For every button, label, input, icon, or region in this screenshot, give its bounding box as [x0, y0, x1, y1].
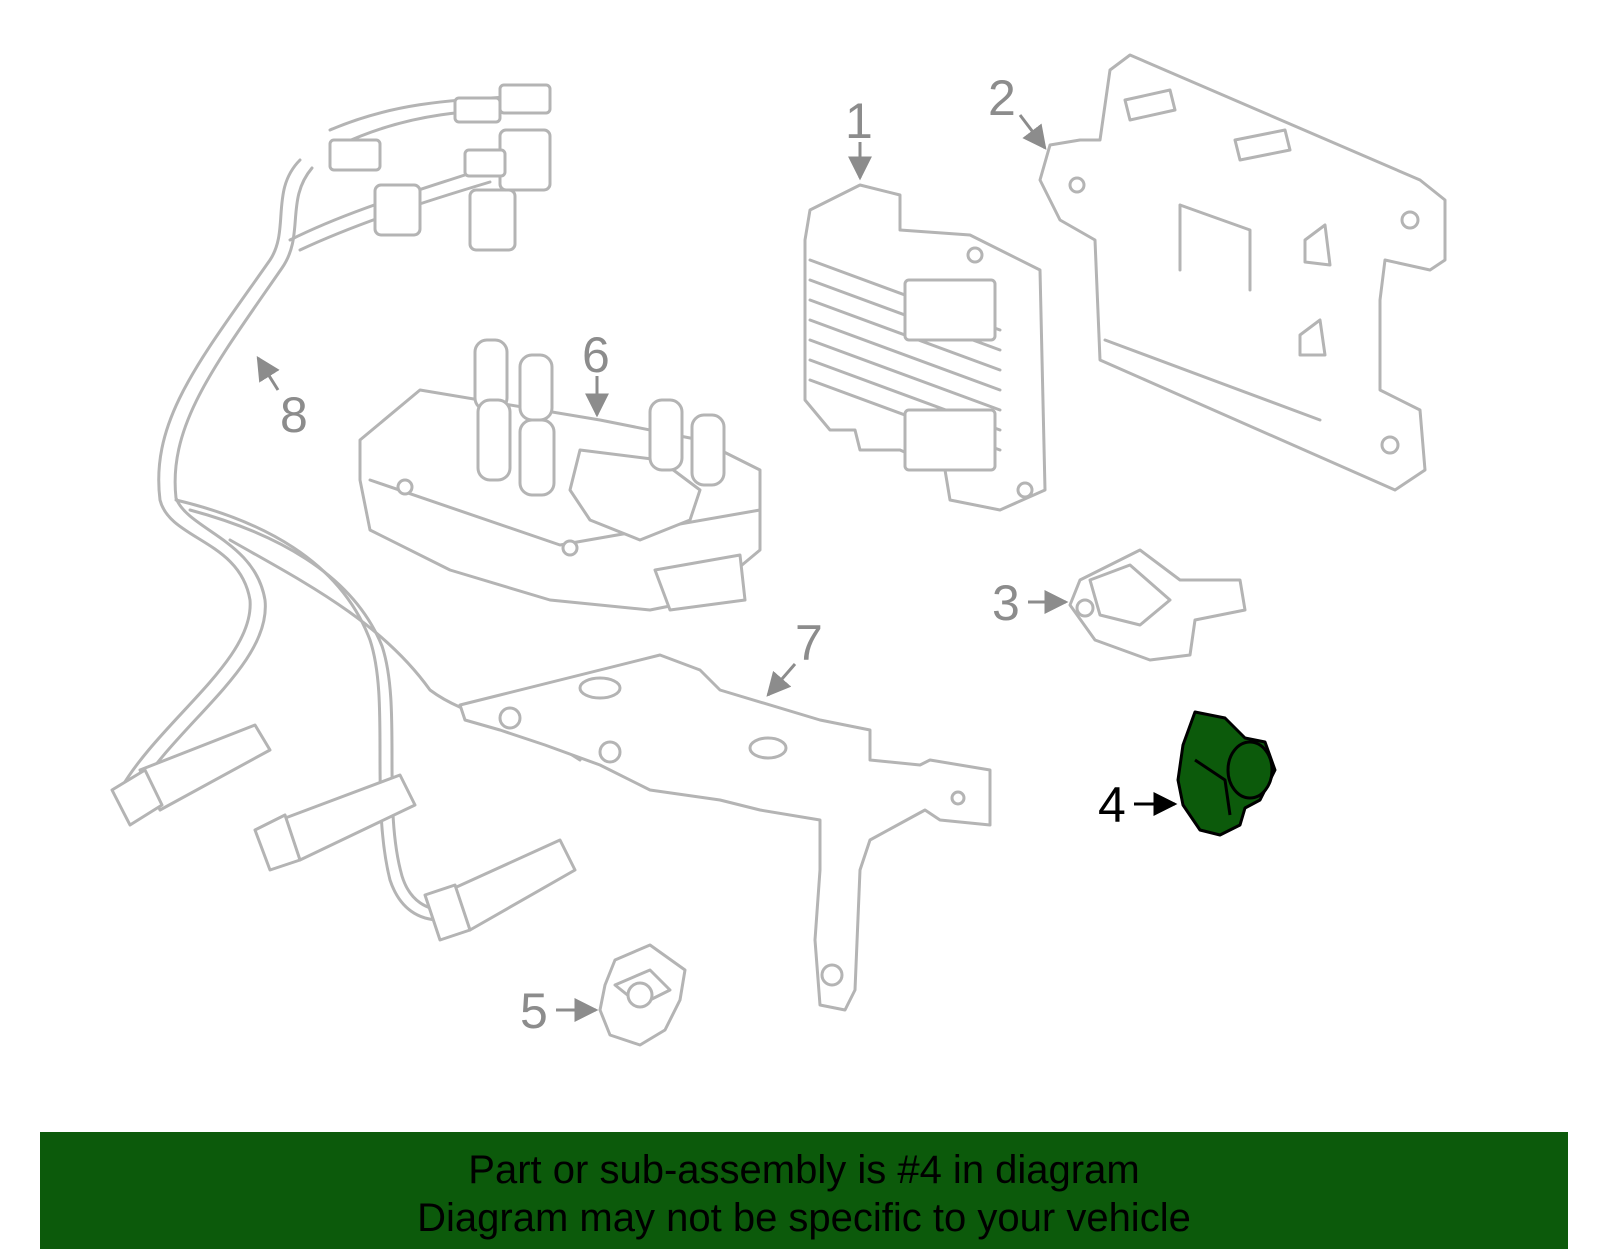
callout-8: 8 [256, 355, 308, 443]
part-2-bracket[interactable] [1038, 53, 1447, 492]
svg-text:1: 1 [845, 93, 873, 149]
part-6-coil-pack[interactable] [358, 338, 762, 612]
callout-3: 3 [992, 575, 1069, 631]
part-5-sensor[interactable] [598, 943, 687, 1047]
callout-4: 4 [1098, 777, 1178, 833]
callout-6: 6 [582, 327, 610, 418]
callout-5: 5 [520, 983, 599, 1039]
svg-text:5: 5 [520, 983, 548, 1039]
part-3-sensor[interactable] [1068, 548, 1247, 662]
svg-text:3: 3 [992, 575, 1020, 631]
banner-line-2: Diagram may not be specific to your vehi… [417, 1196, 1191, 1240]
svg-text:8: 8 [280, 387, 308, 443]
part-7-bracket[interactable] [458, 653, 992, 1012]
svg-text:4: 4 [1098, 777, 1126, 833]
part-1-ecm[interactable] [803, 183, 1047, 512]
info-banner: Part or sub-assembly is #4 in diagram Di… [40, 1132, 1568, 1249]
callout-7: 7 [766, 615, 823, 697]
callout-2: 2 [988, 70, 1047, 150]
part-8-wire-harness[interactable] [110, 83, 582, 942]
banner-line-1: Part or sub-assembly is #4 in diagram [468, 1148, 1140, 1192]
svg-text:6: 6 [582, 327, 610, 383]
svg-text:2: 2 [988, 70, 1016, 126]
svg-text:7: 7 [795, 615, 823, 671]
callout-1: 1 [845, 93, 873, 181]
part-4-sensor-highlighted[interactable] [1176, 710, 1277, 837]
parts-diagram: 1 2 3 4 5 6 7 8 [110, 53, 1447, 1047]
